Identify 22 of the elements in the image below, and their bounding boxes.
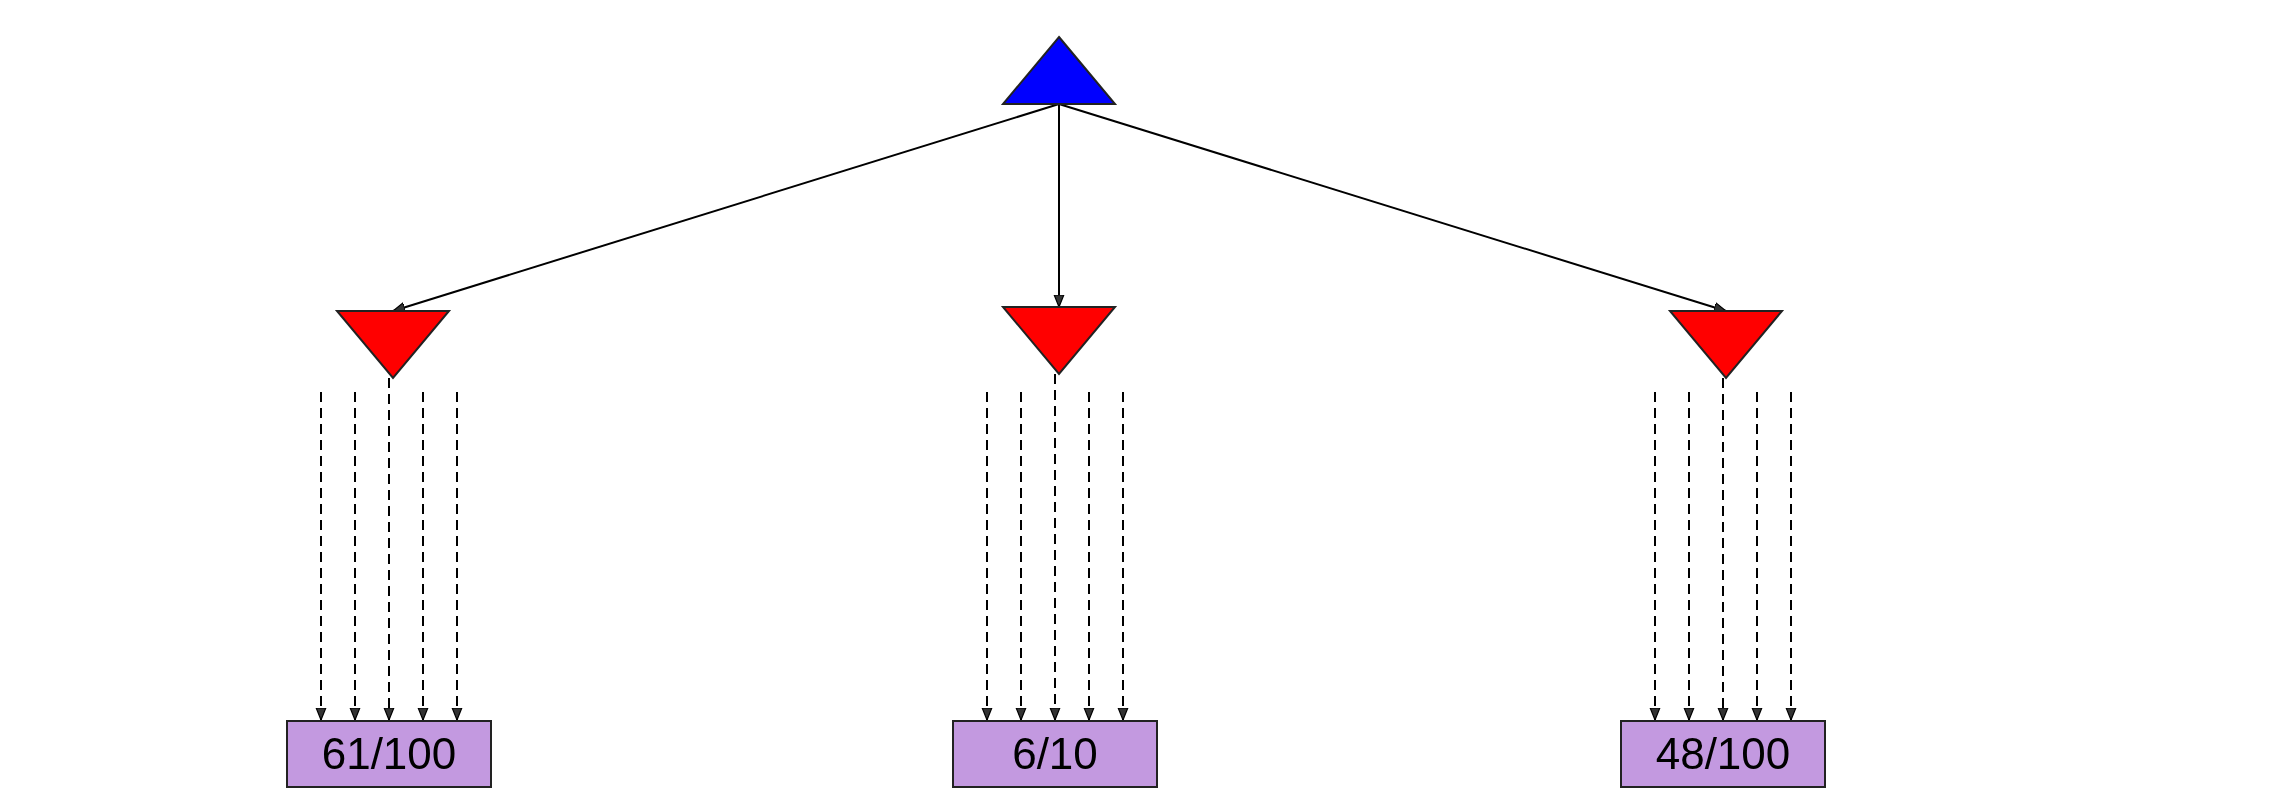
dashed-arrow: [1049, 373, 1061, 721]
dashed-arrow: [349, 391, 361, 721]
dashed-arrow: [1083, 391, 1095, 721]
dashed-arrow: [417, 391, 429, 721]
dashed-arrow: [1683, 391, 1695, 721]
dashed-arrow: [1015, 391, 1027, 721]
dashed-arrow: [981, 391, 993, 721]
dashed-arrow: [451, 391, 463, 721]
score-label: 6/10: [1012, 729, 1098, 779]
dashed-arrow: [315, 391, 327, 721]
dashed-arrow: [1649, 391, 1661, 721]
dashed-arrow: [383, 377, 395, 721]
score-box: [952, 720, 1158, 788]
dashed-arrow: [1751, 391, 1763, 721]
dashed-arrow: [1785, 391, 1797, 721]
score-label: 61/100: [321, 729, 457, 779]
dashed-arrow: [1717, 377, 1729, 721]
score-box: [286, 720, 492, 788]
arrow: [1053, 103, 1065, 308]
score-box: [1620, 720, 1826, 788]
score-label: 48/100: [1655, 729, 1791, 779]
dashed-arrow: [1117, 391, 1129, 721]
